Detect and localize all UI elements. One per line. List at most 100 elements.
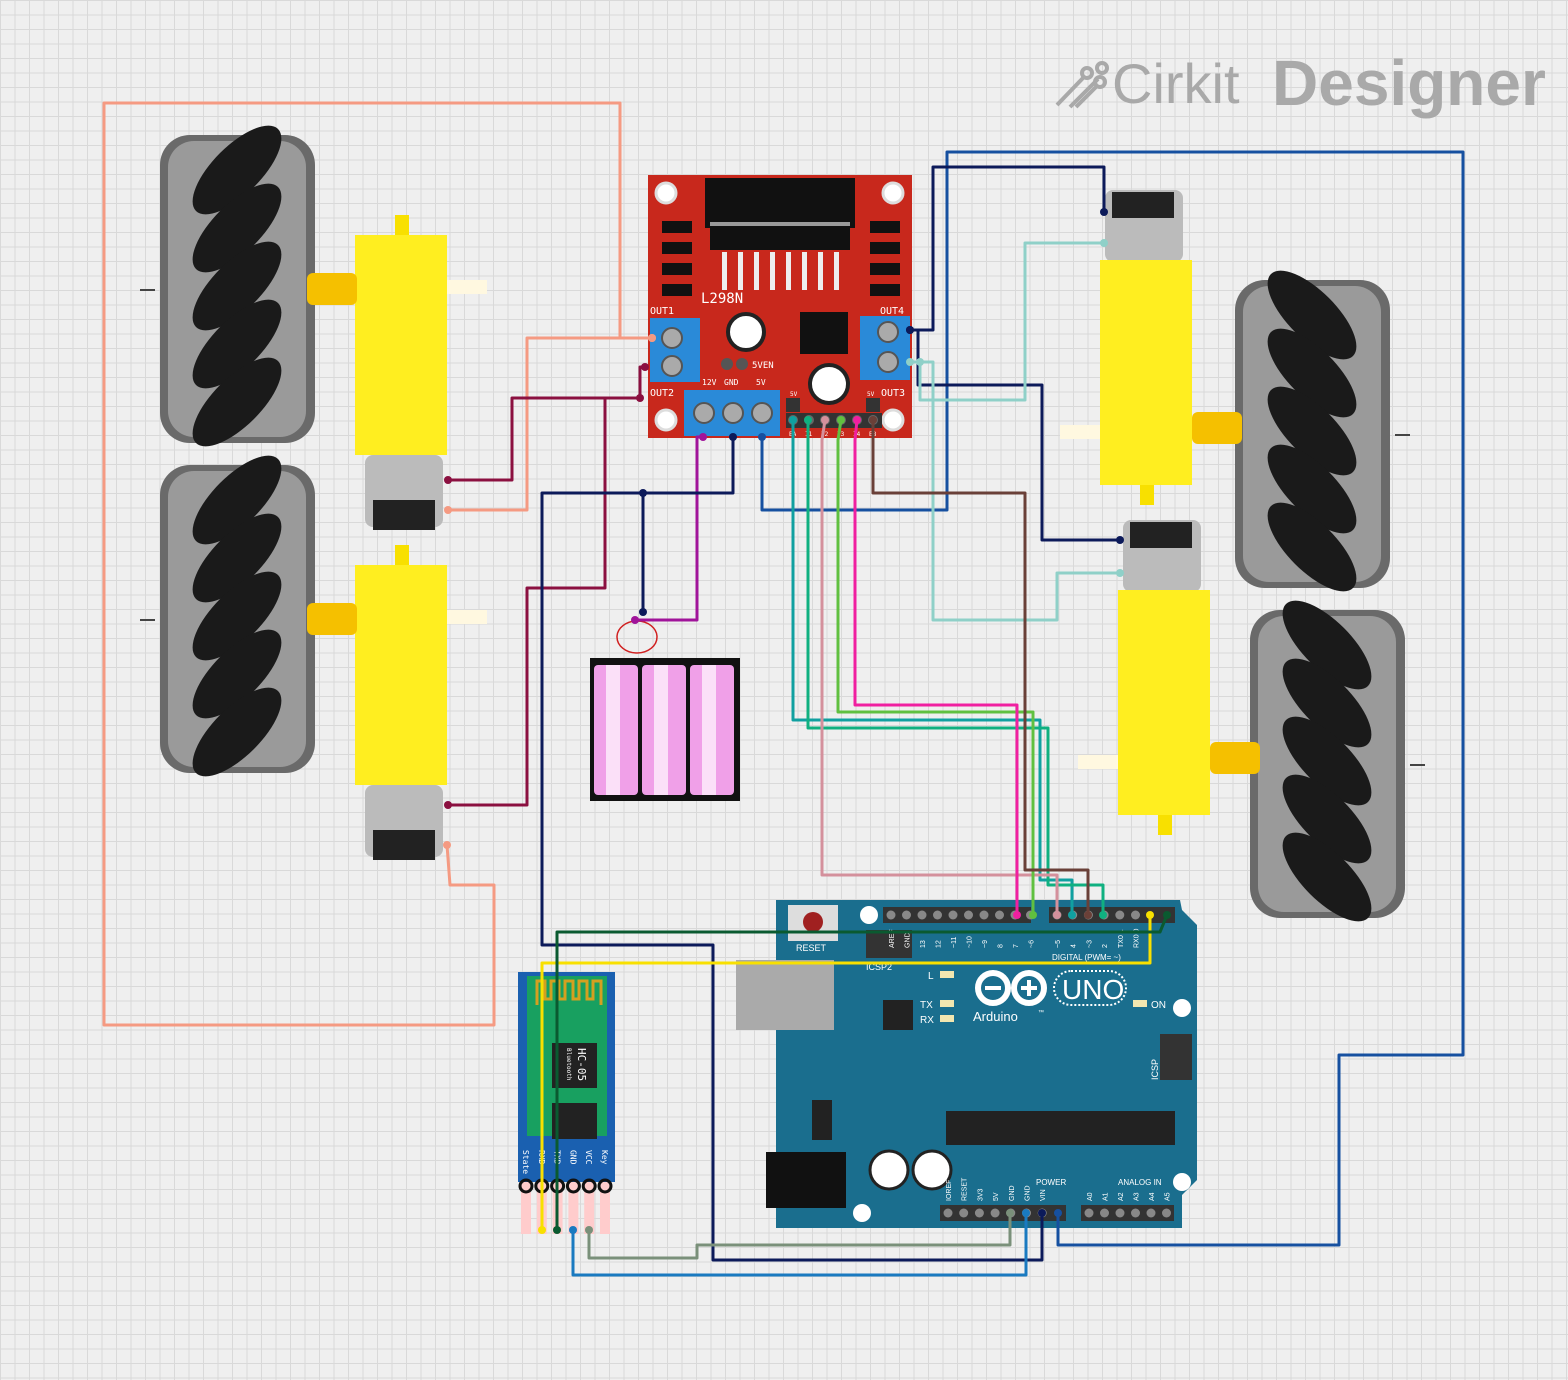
wire-endpoint[interactable] [906, 358, 914, 366]
analog-pin[interactable] [1084, 1208, 1094, 1218]
analog-pin[interactable] [1100, 1208, 1109, 1218]
analog-pin[interactable] [1131, 1208, 1140, 1218]
analog-pin[interactable] [1115, 1208, 1125, 1218]
wire-endpoint[interactable] [641, 363, 649, 371]
wire-purple[interactable] [633, 435, 705, 622]
wire-endpoint[interactable] [837, 416, 845, 424]
wire-endpoint[interactable] [1068, 911, 1076, 919]
wire-endpoint[interactable] [1100, 208, 1108, 216]
battery-pack-3x18650[interactable] [590, 620, 740, 801]
digital-pin[interactable] [1115, 910, 1125, 920]
wire-salmon[interactable] [446, 336, 654, 512]
wire-endpoint[interactable] [1163, 911, 1171, 919]
l298n-motor-driver[interactable]: L298N 5VEN OUT1 OUT2 OUT4 OUT3 12V GND 5… [648, 175, 912, 438]
wire-endpoint[interactable] [639, 608, 647, 616]
wire-endpoint[interactable] [648, 334, 656, 342]
analog-header[interactable] [1081, 1205, 1174, 1221]
wire-endpoint[interactable] [1006, 1209, 1014, 1217]
wire-light-blue[interactable] [571, 1211, 1028, 1277]
digital-pin[interactable] [886, 910, 896, 920]
wire-endpoint[interactable] [906, 326, 914, 334]
digital-pin[interactable] [979, 910, 989, 920]
wire-endpoint[interactable] [1038, 1209, 1046, 1217]
digital-pin[interactable] [917, 910, 927, 920]
wire-endpoint[interactable] [789, 416, 797, 424]
wire-light-teal[interactable] [908, 241, 1106, 402]
wire-endpoint[interactable] [729, 433, 737, 441]
wire-navy[interactable] [908, 165, 1106, 332]
hc05-subtitle: Bluetooth [565, 1048, 572, 1081]
wire-endpoint[interactable] [538, 1226, 546, 1234]
wire-maroon[interactable] [446, 396, 642, 807]
wire-endpoint[interactable] [1022, 1209, 1030, 1217]
wire-brown[interactable] [871, 418, 1090, 917]
wire-maroon[interactable] [446, 365, 647, 482]
power-pin[interactable] [974, 1208, 984, 1218]
power-pin[interactable] [990, 1208, 1000, 1218]
wire-endpoint[interactable] [553, 1226, 561, 1234]
wire-endpoint[interactable] [444, 801, 452, 809]
wire-endpoint[interactable] [1054, 1209, 1062, 1217]
digital-header-low[interactable] [1049, 907, 1175, 923]
hc05-pin-gnd[interactable] [568, 1182, 579, 1234]
analog-pin[interactable] [1146, 1208, 1156, 1218]
wire-endpoint[interactable] [1053, 911, 1061, 919]
power-pin-label: GND [1025, 1185, 1032, 1201]
wire-green-teal[interactable] [806, 418, 1105, 917]
wire-endpoint[interactable] [631, 616, 639, 624]
wire-light-teal[interactable] [918, 360, 1122, 622]
power-pin-label: VIN [1040, 1189, 1047, 1201]
wire-endpoint[interactable] [1146, 911, 1154, 919]
wire-salmon[interactable] [102, 101, 654, 1027]
wire-navy[interactable] [540, 435, 1044, 1262]
hc05-pin-state[interactable] [521, 1182, 531, 1234]
wire-green[interactable] [836, 418, 1035, 917]
wire-endpoint[interactable] [1029, 911, 1037, 919]
digital-pin[interactable] [1131, 910, 1140, 920]
power-pin[interactable] [943, 1208, 953, 1218]
wire-endpoint[interactable] [636, 394, 644, 402]
wire-pink[interactable] [820, 418, 1059, 917]
wire-endpoint[interactable] [1013, 911, 1021, 919]
digital-pin[interactable] [933, 910, 942, 920]
wire-endpoint[interactable] [1116, 569, 1124, 577]
wire-endpoint[interactable] [758, 433, 766, 441]
hc05-pin-vcc[interactable] [584, 1182, 595, 1234]
icsp-label: ICSP [1150, 1059, 1160, 1080]
wire-magenta[interactable] [853, 418, 1019, 917]
wire-endpoint[interactable] [444, 476, 452, 484]
wire-yellow[interactable] [540, 913, 1152, 1232]
wire-endpoint[interactable] [444, 506, 452, 514]
hc05-pin-key[interactable] [600, 1182, 610, 1234]
wire-endpoint[interactable] [869, 416, 877, 424]
wire-endpoint[interactable] [916, 358, 924, 366]
digital-pin[interactable] [948, 910, 958, 920]
wire-endpoint[interactable] [853, 416, 861, 424]
wire-endpoint[interactable] [569, 1226, 577, 1234]
wire-navy[interactable] [908, 328, 1122, 542]
digital-pin[interactable] [902, 910, 911, 920]
wire-endpoint[interactable] [443, 841, 451, 849]
wire-endpoint[interactable] [1084, 911, 1092, 919]
wire-endpoint[interactable] [585, 1226, 593, 1234]
wire-endpoint[interactable] [1100, 239, 1108, 247]
regulator [812, 1100, 832, 1140]
wire-endpoint[interactable] [1116, 536, 1124, 544]
analog-pin[interactable] [1162, 1208, 1171, 1218]
control-header[interactable] [786, 413, 882, 428]
power-pin[interactable] [959, 1208, 969, 1218]
wire-endpoint[interactable] [639, 489, 647, 497]
battery-leads [616, 620, 658, 654]
digital-pin[interactable] [964, 910, 973, 920]
wire-dark-green[interactable] [555, 913, 1169, 1232]
wire-endpoint[interactable] [699, 433, 707, 441]
power-header[interactable] [940, 1205, 1066, 1221]
wire-endpoint[interactable] [821, 416, 829, 424]
wire-gray-green[interactable] [587, 1211, 1012, 1260]
wire-endpoint[interactable] [1099, 911, 1107, 919]
digital-pin[interactable] [995, 910, 1004, 920]
wire-endpoint[interactable] [804, 416, 812, 424]
